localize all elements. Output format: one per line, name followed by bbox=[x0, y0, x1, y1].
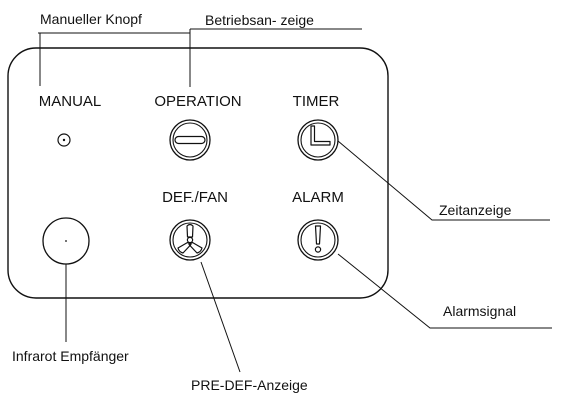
manual-button[interactable] bbox=[57, 133, 71, 147]
timer-button[interactable] bbox=[297, 119, 339, 161]
operation-button[interactable] bbox=[169, 119, 211, 161]
leader-pre-def bbox=[200, 261, 241, 373]
exclamation-icon bbox=[314, 225, 322, 253]
infrared-receiver-icon bbox=[42, 217, 90, 265]
callout-infrared-receiver: Infrarot Empfänger bbox=[12, 348, 129, 364]
leader-alarm-signal bbox=[337, 253, 552, 329]
callout-pre-def: PRE-DEF-Anzeige bbox=[191, 377, 308, 393]
alarm-button[interactable] bbox=[297, 219, 339, 261]
minus-bar-icon bbox=[174, 135, 206, 145]
def-fan-button[interactable] bbox=[169, 219, 211, 261]
callout-timer-indicator: Zeitanzeige bbox=[439, 202, 512, 218]
callout-operation-indicator: Betriebsan- zeige bbox=[205, 12, 314, 28]
label-manual: MANUAL bbox=[38, 93, 102, 110]
label-def-fan: DEF./FAN bbox=[162, 189, 228, 206]
callout-alarm-signal: Alarmsignal bbox=[443, 303, 517, 319]
label-alarm: ALARM bbox=[292, 189, 344, 206]
callout-manual-knob: Manueller Knopf bbox=[40, 11, 142, 27]
control-panel bbox=[7, 47, 389, 299]
leader-timer-indicator bbox=[337, 140, 550, 221]
clock-hand-icon bbox=[310, 125, 331, 146]
fan-icon bbox=[177, 223, 203, 254]
label-operation: OPERATION bbox=[154, 93, 242, 110]
label-timer: TIMER bbox=[292, 93, 340, 110]
